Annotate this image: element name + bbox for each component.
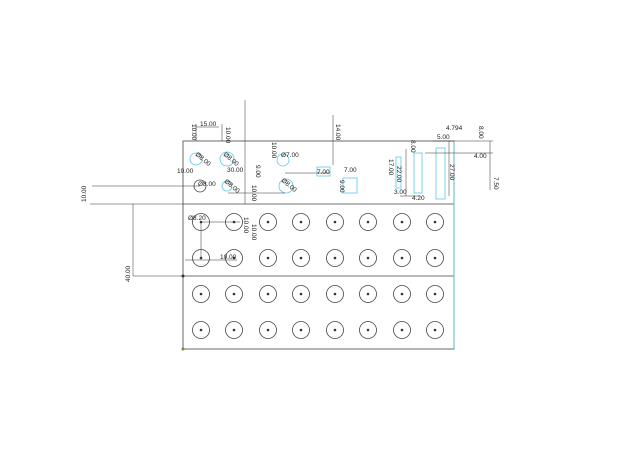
dim-label: 4.794 <box>446 125 463 132</box>
dim-label: 7.00 <box>317 169 330 176</box>
dim-label: Ø8.00 <box>198 181 216 188</box>
dim-label: 7.50 <box>492 177 499 190</box>
dimension-lines <box>90 100 493 277</box>
hole <box>292 285 310 303</box>
hole-center <box>400 256 404 260</box>
hole-center <box>333 292 337 296</box>
hole <box>259 249 277 267</box>
dim-label: 10.00 <box>190 124 197 141</box>
hole <box>393 321 411 339</box>
dim-label: 9.00 <box>338 180 345 193</box>
plate-outline <box>181 140 455 351</box>
hole-center <box>199 328 203 332</box>
dim-label: 10.00 <box>220 254 237 261</box>
dim-label: 8.00 <box>409 140 416 153</box>
hole-center <box>299 220 303 224</box>
hole <box>192 321 210 339</box>
hole-center <box>232 256 236 260</box>
hole-center <box>366 256 370 260</box>
dim-label: 4.00 <box>474 153 487 160</box>
dim-label: Ø7.00 <box>281 152 299 159</box>
hole <box>292 213 310 231</box>
hole <box>426 321 444 339</box>
hole-center <box>266 328 270 332</box>
dim-label: 15.00 <box>200 121 217 128</box>
hole <box>359 249 377 267</box>
dimension-labels: 15.00 10.00 10.00 10.00 14.00 10.00 10.0… <box>81 121 499 282</box>
hole-center <box>199 292 203 296</box>
hole <box>393 213 411 231</box>
hole-center <box>333 220 337 224</box>
dim-label: Ø8.20 <box>188 215 206 222</box>
hole <box>393 285 411 303</box>
hole-center <box>400 328 404 332</box>
hole-center <box>366 220 370 224</box>
dim-label: 5.00 <box>437 134 450 141</box>
dim-label: 10.00 <box>81 185 88 202</box>
hole <box>426 285 444 303</box>
hole <box>259 321 277 339</box>
dim-label: 3.00 <box>394 189 407 196</box>
hole <box>259 285 277 303</box>
dim-label: 27.00 <box>448 164 455 181</box>
hole <box>225 249 243 267</box>
hole <box>426 213 444 231</box>
dim-label: 10.00 <box>177 168 194 175</box>
hole-center <box>299 292 303 296</box>
dim-label: 10.00 <box>270 142 277 159</box>
hole-center <box>433 292 437 296</box>
dim-label: Ø8.00 <box>223 178 241 195</box>
hole-center <box>266 220 270 224</box>
hole <box>359 213 377 231</box>
dim-label: 17.00 <box>387 159 394 176</box>
hole-center <box>299 256 303 260</box>
hole-center <box>433 220 437 224</box>
dim-label: 8.00 <box>477 126 484 139</box>
dim-label: 10.00 <box>250 185 257 202</box>
hole <box>225 321 243 339</box>
hole-center <box>232 292 236 296</box>
hole-grid <box>192 213 444 339</box>
hole <box>225 285 243 303</box>
dim-label: 10.00 <box>224 127 231 144</box>
dim-label: 10.00 <box>242 217 249 234</box>
top-features <box>189 147 446 200</box>
hole <box>393 249 411 267</box>
hole <box>292 321 310 339</box>
hole-center <box>299 328 303 332</box>
hole <box>359 285 377 303</box>
dim-label: 7.00 <box>344 167 357 174</box>
hole <box>326 213 344 231</box>
dim-label: 10.00 <box>250 224 257 241</box>
dim-label: 30.00 <box>227 167 244 174</box>
dim-label: 40.00 <box>125 265 132 282</box>
hole <box>359 321 377 339</box>
hole-center <box>266 256 270 260</box>
hole-center <box>400 220 404 224</box>
dim-label: 14.00 <box>334 124 341 141</box>
hole <box>192 285 210 303</box>
hole-center <box>333 328 337 332</box>
hole-center <box>433 328 437 332</box>
hole <box>259 213 277 231</box>
hole-center <box>366 292 370 296</box>
dim-label: 9.00 <box>254 165 261 178</box>
hole <box>426 249 444 267</box>
hole <box>326 285 344 303</box>
hole <box>326 321 344 339</box>
hole-center <box>366 328 370 332</box>
dim-label: Ø8.00 <box>194 151 212 168</box>
hole-center <box>266 292 270 296</box>
hole <box>292 249 310 267</box>
hole-center <box>400 292 404 296</box>
dim-label: 22.00 <box>395 166 402 183</box>
hole-center <box>232 328 236 332</box>
hole-center <box>333 256 337 260</box>
hole-center <box>433 256 437 260</box>
hole <box>326 249 344 267</box>
dim-label: 4.20 <box>412 195 425 202</box>
